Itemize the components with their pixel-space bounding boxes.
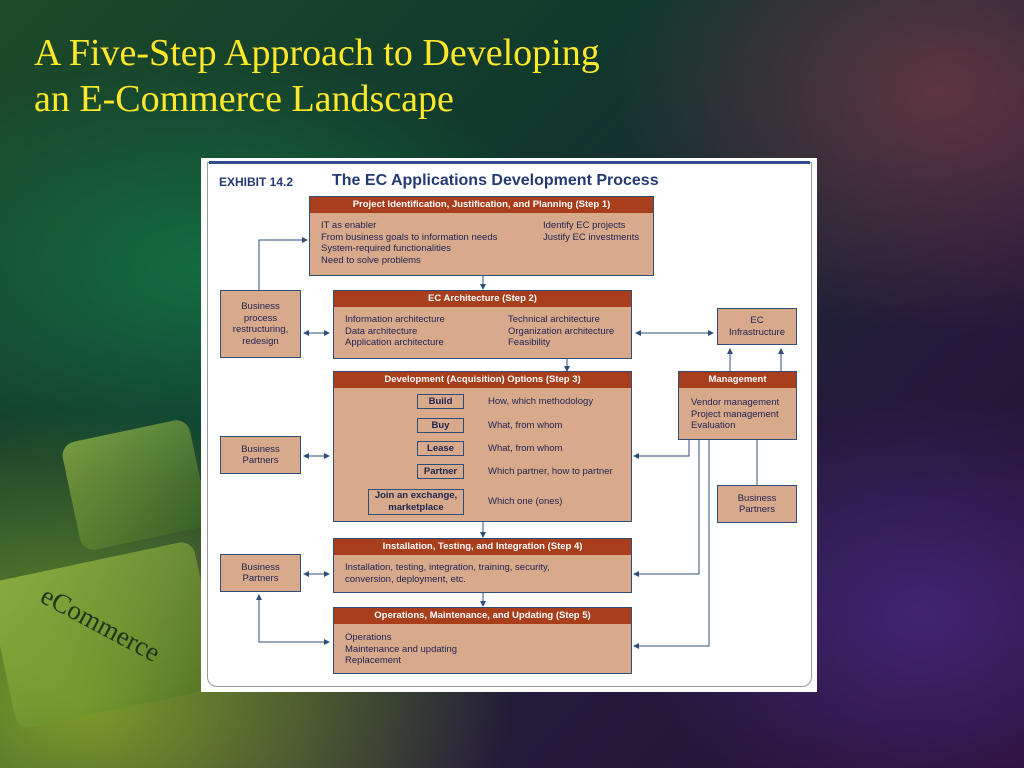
list-item: Identify EC projects: [543, 220, 626, 231]
management-heading: Management: [679, 372, 796, 388]
step5-list: Operations Maintenance and updating Repl…: [345, 632, 457, 667]
option-desc: What, from whom: [488, 420, 563, 431]
side-line: Partners: [739, 504, 775, 515]
arrow-partners2-to-step5: [256, 594, 330, 645]
step2-heading: EC Architecture (Step 2): [334, 291, 631, 307]
list-item: Operations: [345, 632, 392, 643]
list-item: Vendor management: [691, 397, 780, 408]
side-line: restructuring,: [232, 324, 289, 335]
list-item: Application architecture: [345, 337, 444, 348]
list-item: Technical architecture: [508, 314, 600, 325]
option-lease: Lease: [417, 441, 464, 456]
side-line: Business: [737, 492, 777, 504]
option-build: Build: [417, 394, 464, 409]
side-line: Partners: [242, 573, 279, 584]
business-partners-box-left-2: Business Partners: [220, 554, 301, 592]
step2-left-list: Information architecture Data architectu…: [345, 314, 445, 349]
step1-heading: Project Identification, Justification, a…: [310, 197, 653, 213]
arrow-mgmt-to-step3: [633, 440, 690, 459]
option-line: Join an exchange,: [374, 490, 458, 501]
list-item: Evaluation: [691, 420, 736, 431]
option-desc: Which partner, how to partner: [488, 466, 613, 477]
connector-lines: [256, 237, 784, 649]
ec-infrastructure-box: EC Infrastructure: [717, 308, 797, 345]
slide-title-line: A Five-Step Approach to Developing: [34, 32, 600, 74]
list-item: Justify EC investments: [543, 231, 640, 243]
step2-box: EC Architecture (Step 2) Information arc…: [333, 290, 632, 359]
management-box: Management Vendor management Project man…: [678, 371, 797, 440]
step1-box: Project Identification, Justification, a…: [309, 196, 654, 276]
step2-right-list: Technical architecture Organization arch…: [508, 314, 614, 349]
business-process-box: Business process restructuring, redesign: [220, 290, 301, 358]
step1-right-list: Identify EC projects Justify EC investme…: [543, 220, 639, 243]
step1-left-list: IT as enabler From business goals to inf…: [321, 220, 497, 266]
exhibit-header: EXHIBIT 14.2 The EC Applications Develop…: [209, 161, 810, 189]
list-item: Data architecture: [345, 325, 418, 337]
exhibit-number: EXHIBIT 14.2: [219, 175, 294, 189]
business-partners-box-left-1: Business Partners: [220, 436, 301, 474]
slide-title-line: an E-Commerce Landscape: [34, 78, 454, 120]
step5-box: Operations, Maintenance, and Updating (S…: [333, 607, 632, 674]
list-item: Installation, testing, integration, trai…: [345, 562, 550, 573]
side-line: process: [243, 312, 278, 324]
exhibit-title: The EC Applications Development Process: [332, 172, 659, 189]
side-line: EC: [750, 315, 764, 326]
side-line: Infrastructure: [729, 326, 785, 338]
list-item: Feasibility: [508, 337, 551, 348]
management-list: Vendor management Project management Eva…: [691, 397, 779, 432]
slide-title: A Five-Step Approach to Developing an E-…: [34, 30, 600, 122]
list-item: conversion, deployment, etc.: [345, 573, 466, 585]
list-item: System-required functionalities: [321, 243, 451, 254]
side-line: Business: [241, 301, 280, 312]
arrow-mgmt-to-step5: [633, 440, 710, 649]
side-line: Business: [241, 561, 280, 573]
list-item: Project management: [691, 408, 779, 420]
arrow-bpr-to-step1: [258, 237, 308, 290]
option-desc: How, which methodology: [488, 396, 594, 407]
list-item: Information architecture: [345, 314, 445, 325]
step3-heading: Development (Acquisition) Options (Step …: [334, 372, 631, 388]
keyboard-key-decoration: [59, 417, 211, 553]
option-partner: Partner: [417, 464, 464, 479]
option-desc: Which one (ones): [488, 496, 563, 507]
step5-heading: Operations, Maintenance, and Updating (S…: [334, 608, 631, 624]
option-buy: Buy: [417, 418, 464, 433]
option-line: marketplace: [388, 502, 444, 513]
list-item: Need to solve problems: [321, 254, 421, 266]
list-item: Maintenance and updating: [345, 643, 457, 655]
step4-box: Installation, Testing, and Integration (…: [333, 538, 632, 593]
exhibit-figure: EXHIBIT 14.2 The EC Applications Develop…: [201, 158, 817, 692]
step4-list: Installation, testing, integration, trai…: [345, 562, 550, 585]
step4-heading: Installation, Testing, and Integration (…: [334, 539, 631, 555]
option-desc: What, from whom: [488, 443, 563, 454]
option-join-exchange: Join an exchange, marketplace: [368, 489, 464, 515]
side-line: redesign: [242, 335, 279, 347]
list-item: Organization architecture: [508, 325, 615, 337]
business-partners-box-right: Business Partners: [717, 485, 797, 523]
side-line: Business: [241, 443, 280, 455]
arrow-mgmt-to-step4: [633, 440, 700, 577]
side-line: Partners: [242, 455, 279, 466]
list-item: Replacement: [345, 655, 401, 666]
list-item: From business goals to information needs: [321, 231, 498, 243]
list-item: IT as enabler: [321, 220, 377, 231]
